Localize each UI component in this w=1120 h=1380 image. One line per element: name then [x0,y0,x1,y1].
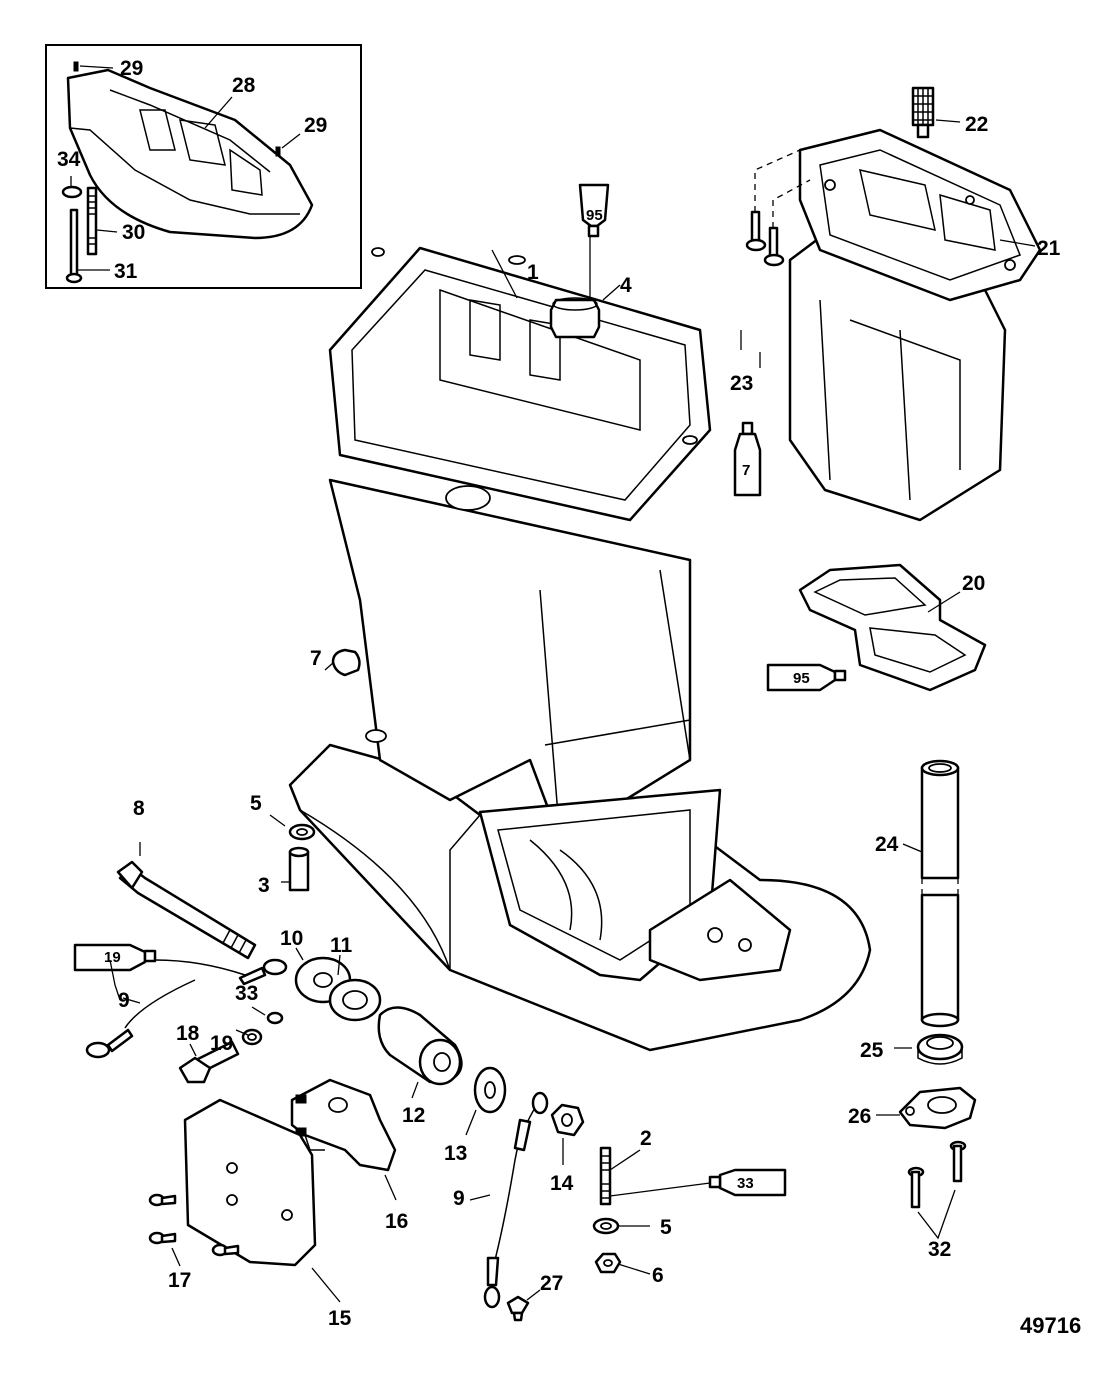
adapter-plate-part-21 [788,128,1042,522]
callout-4: 4 [620,274,632,297]
callout-9-left: 9 [118,989,130,1012]
washer-part-13 [473,1066,507,1114]
callout-21: 21 [1037,237,1061,260]
callout-3: 3 [258,874,270,897]
callout-29-right: 29 [304,114,327,137]
screw-part-17-b [148,1231,177,1245]
callout-13: 13 [444,1142,467,1165]
callout-25: 25 [860,1039,884,1062]
screw-part-17-a [148,1193,177,1207]
callout-31: 31 [114,260,138,283]
callout-8: 8 [133,797,145,820]
bolt-part-32-b [907,1166,925,1209]
seal-part-25 [916,1033,964,1065]
callout-15: 15 [328,1307,352,1330]
sealant-tube-19: 19 [73,943,157,972]
nut-part-6 [594,1252,622,1274]
bolt-part-18 [178,1040,240,1084]
callout-33: 33 [235,982,258,1005]
bolt-part-23-a [745,210,767,252]
callout-10: 10 [280,927,303,950]
callout-18: 18 [176,1022,200,1045]
tube-label-19: 19 [104,949,121,966]
ground-strap-part-9-left [85,958,288,1059]
callout-11: 11 [330,934,353,957]
stud-part-2 [599,1146,612,1206]
cover-plate-part-15 [183,1098,317,1267]
grommet-part-4 [549,297,601,339]
washer-part-33 [266,1011,284,1025]
stud-part-30 [86,186,98,256]
callout-2: 2 [640,1127,652,1150]
callout-28: 28 [232,74,256,97]
tube-label-33: 33 [737,1175,754,1192]
stud-part-8 [116,860,257,960]
inset-box: 29 28 29 34 30 31 [45,44,362,289]
bolt-part-31 [65,208,83,284]
tube-label-95-right: 95 [793,670,810,687]
washer-part-5-lower [592,1217,620,1235]
callout-27: 27 [540,1272,563,1295]
water-screen-part-22 [911,86,935,139]
sealant-tube-7: 7 [733,421,762,497]
callout-1: 1 [527,261,539,284]
callout-34: 34 [57,148,81,171]
callout-29-top: 29 [120,57,143,80]
mount-bracket-part-16 [290,1078,397,1172]
callout-5-upper: 5 [250,792,262,815]
ground-strap-part-9-right [483,1091,549,1309]
screw-part-17-c [211,1243,240,1257]
callout-23: 23 [730,372,753,395]
callout-30: 30 [122,221,145,244]
screw-part-27 [506,1295,530,1322]
callout-12: 12 [402,1104,425,1127]
pin-part-29-a [73,61,79,72]
nut-part-14 [550,1103,585,1137]
callout-19: 19 [210,1032,233,1055]
callout-6: 6 [652,1264,664,1287]
water-tube-part-24 [920,759,960,1028]
sealant-tube-95-right: 95 [766,663,847,692]
tube-label-7: 7 [742,462,750,479]
retainer-part-26 [898,1086,977,1130]
callout-17: 17 [168,1269,191,1292]
callout-5-lower: 5 [660,1216,672,1239]
washer-part-11 [328,978,382,1022]
sealant-tube-33: 33 [708,1168,787,1197]
callout-22: 22 [965,113,988,136]
callout-32: 32 [928,1238,951,1261]
lockwasher-part-19 [241,1028,263,1046]
pin-part-29-b [275,146,281,157]
fairing-part-28 [66,68,314,240]
callout-9-right: 9 [453,1187,465,1210]
callout-24: 24 [875,833,899,856]
callout-7-plug: 7 [310,647,322,670]
callout-14: 14 [550,1172,574,1195]
figure-number: 49716 [1020,1313,1081,1338]
mount-part-12 [377,1006,463,1086]
callout-20: 20 [962,572,985,595]
gasket-part-20 [798,563,987,692]
washer-part-34 [61,185,83,199]
callout-26: 26 [848,1105,871,1128]
bolt-part-32-a [949,1140,967,1183]
plug-part-7 [331,648,361,677]
sealant-tube-95-top: 95 [578,183,610,238]
bolt-part-23-b [763,226,785,267]
driveshaft-housing-part-1 [288,246,872,1052]
bolt-part-3 [288,846,310,892]
leader-lines [109,119,1036,1303]
callout-16: 16 [385,1210,408,1233]
tube-label-95-top: 95 [586,207,603,224]
